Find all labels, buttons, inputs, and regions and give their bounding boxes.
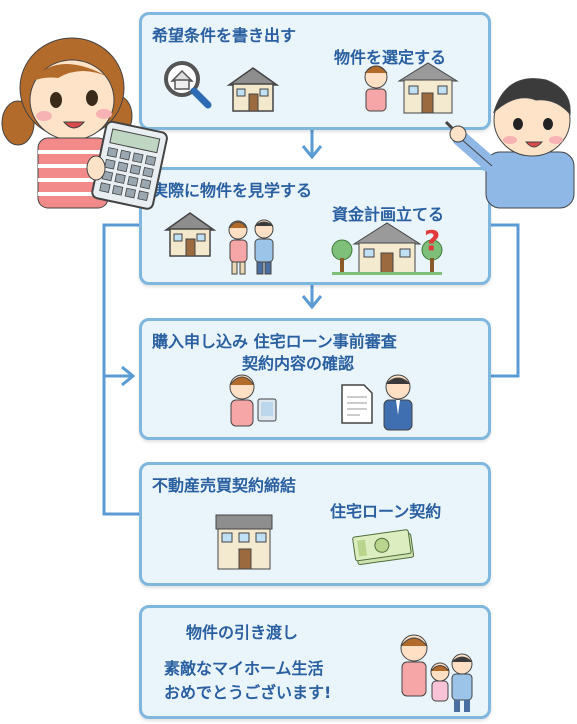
step-2-box: 実際に物件を見学する 資金計画立てる ? — [139, 167, 491, 285]
step-1-box: 希望条件を書き出す 物件を選定する — [139, 12, 491, 130]
search-house-icon — [164, 61, 212, 109]
contract-document-icon — [341, 384, 373, 424]
woman-with-house-illustration — [364, 62, 459, 114]
step-2-left-text: 実際に物件を見学する — [152, 181, 313, 200]
house-icon — [215, 514, 273, 570]
step-3-box: 購入申し込み 住宅ローン事前審査 契約内容の確認 — [139, 318, 491, 440]
step-4-box: 不動産売買契約締結 住宅ローン契約 — [139, 462, 491, 586]
pointing-man-illustration — [444, 78, 575, 209]
woman-with-calculator-illustration — [1, 37, 168, 210]
step-4-right-text: 住宅ローン契約 — [330, 502, 442, 521]
house-icon — [226, 67, 280, 112]
family-illustration — [400, 634, 473, 712]
step-5-line1-text: 物件の引き渡し — [186, 623, 299, 642]
money-bills-icon — [352, 529, 415, 565]
step-2-right-text: 資金計画立てる — [332, 205, 445, 224]
step-4-left-text: 不動産売買契約締結 — [152, 476, 297, 495]
step-1-right-text: 物件を選定する — [334, 48, 447, 67]
step-3-line1-text: 購入申し込み 住宅ローン事前審査 — [152, 332, 397, 351]
step-5-line2-text: 素敵なマイホーム生活 — [164, 659, 324, 678]
step-3-line2-text: 契約内容の確認 — [242, 354, 355, 373]
step-1-left-text: 希望条件を書き出す — [152, 26, 297, 45]
step-5-box: 物件の引き渡し 素敵なマイホーム生活 おめでとうございます! — [139, 605, 491, 719]
question-mark-icon: ? — [424, 224, 441, 257]
agent-man-illustration — [383, 374, 413, 431]
house-icon — [163, 212, 217, 257]
woman-with-tablet-illustration — [229, 374, 277, 427]
couple-illustration — [228, 219, 274, 275]
step-5-line3-text: おめでとうございます! — [164, 683, 332, 702]
house-with-trees-illustration — [331, 222, 443, 275]
